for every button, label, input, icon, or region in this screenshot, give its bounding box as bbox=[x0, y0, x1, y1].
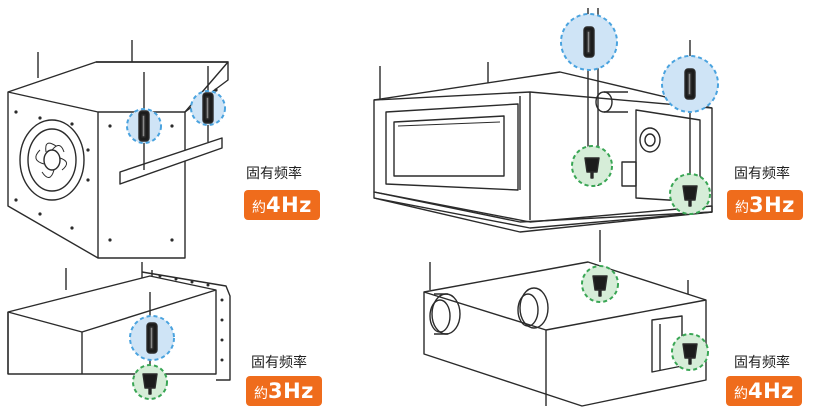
badge-prefix: 約 bbox=[252, 200, 266, 216]
spring-hanger-icon bbox=[138, 110, 150, 142]
frequency-badge: 約3Hz bbox=[246, 376, 322, 406]
frequency-badge: 約4Hz bbox=[726, 376, 802, 406]
frequency-label: 固有频率 bbox=[251, 355, 307, 371]
cabinet-fan-unit bbox=[7, 40, 229, 259]
frequency-label: 固有频率 bbox=[246, 166, 302, 182]
badge-prefix: 約 bbox=[735, 200, 749, 216]
badge-value: 4Hz bbox=[266, 193, 312, 217]
frequency-label: 固有频率 bbox=[734, 166, 790, 182]
frequency-badge: 約4Hz bbox=[244, 190, 320, 220]
badge-value: 4Hz bbox=[748, 379, 794, 403]
badge-value: 3Hz bbox=[749, 193, 795, 217]
heat-recovery-unit bbox=[423, 230, 709, 407]
ceiling-air-handler bbox=[373, 8, 719, 233]
spring-hanger-icon bbox=[583, 26, 595, 58]
badge-value: 3Hz bbox=[268, 379, 314, 403]
centrifugal-fan-icon bbox=[35, 142, 67, 178]
spring-hanger-icon bbox=[684, 68, 696, 100]
badge-prefix: 約 bbox=[254, 386, 268, 402]
badge-prefix: 約 bbox=[734, 386, 748, 402]
frequency-label: 固有频率 bbox=[734, 355, 790, 371]
duct-unit bbox=[7, 262, 231, 400]
spring-hanger-icon bbox=[202, 92, 214, 124]
frequency-badge: 約3Hz bbox=[727, 190, 803, 220]
spring-hanger-icon bbox=[146, 322, 158, 354]
